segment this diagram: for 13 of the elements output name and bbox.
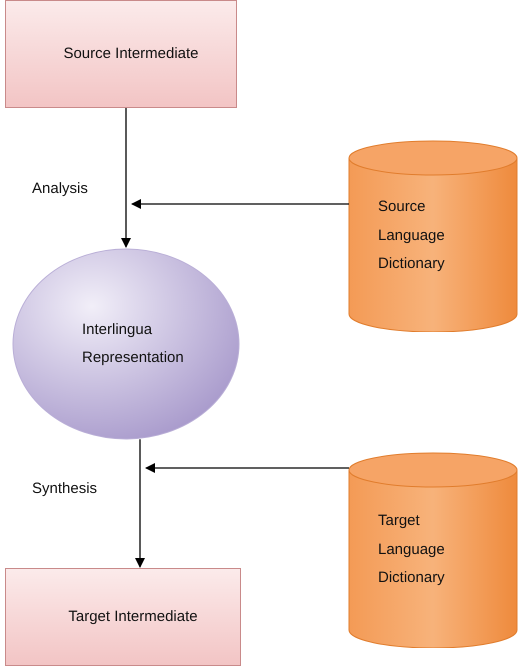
arrow	[121, 108, 131, 248]
node-label: Target Language Dictionary	[378, 511, 446, 588]
arrow	[131, 199, 349, 209]
edge-label: Synthesis	[32, 480, 98, 497]
arrow	[135, 439, 145, 568]
node-label: Source Language Dictionary	[378, 197, 446, 274]
node-label: Source Intermediate	[63, 44, 199, 64]
process-box	[5, 0, 237, 108]
node-label: Target Intermediate	[68, 606, 198, 627]
arrow	[145, 463, 349, 473]
node-label: Interlingua Representation	[82, 320, 185, 368]
edge-label: Analysis	[32, 180, 88, 197]
process-box	[5, 568, 241, 666]
